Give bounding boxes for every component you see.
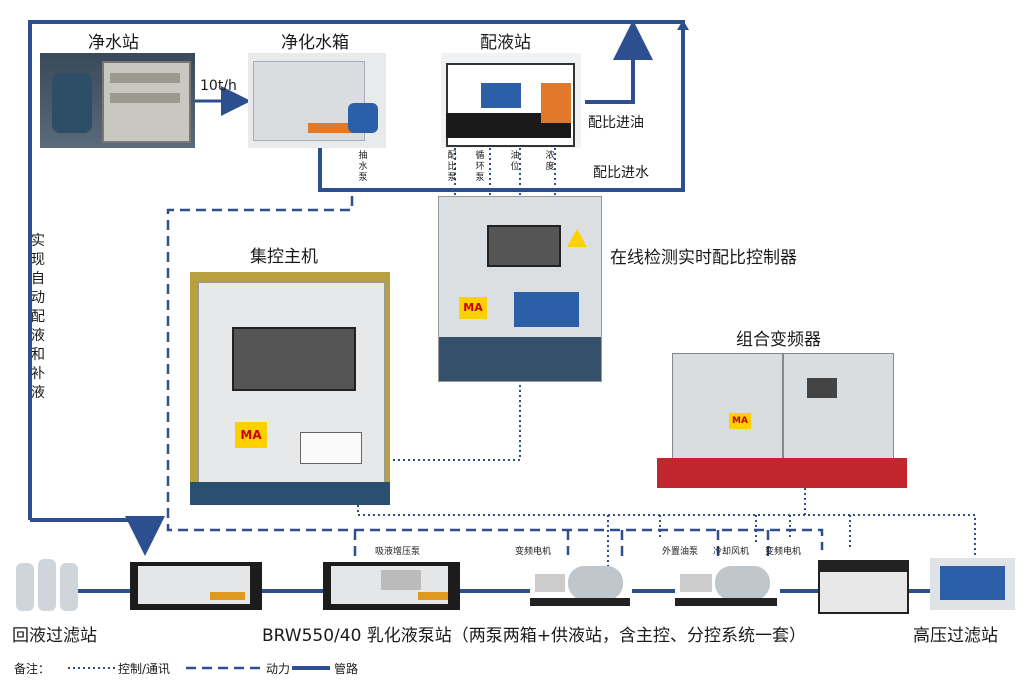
legend-pipe-label: 管路 <box>334 662 359 676</box>
auto-mixing-note: 实现自 动配液 和补液 <box>31 233 45 401</box>
purify-tank-image <box>248 53 386 148</box>
return-filter-image <box>8 555 93 617</box>
control-line-3 <box>357 505 976 555</box>
pump-water-label: 抽水泵 <box>358 151 368 183</box>
pump-2-image <box>675 560 780 610</box>
control-line-4 <box>607 515 851 585</box>
oil-level-label: 油位 <box>510 151 520 172</box>
purify-tank-label: 净化水箱 <box>281 33 349 53</box>
vfd-motor-2-label: 变频电机 <box>765 547 802 557</box>
ma-badge: MA <box>235 422 267 448</box>
mixing-station-label: 配液站 <box>480 33 531 53</box>
tank-1-image <box>130 562 262 610</box>
inverter-image: MA <box>657 348 907 488</box>
pipe-left-down <box>30 516 165 556</box>
vfd-motor-1-label: 变频电机 <box>515 547 552 557</box>
pipe-top-arrow <box>677 20 689 30</box>
clean-water-station-label: 净水站 <box>88 33 139 53</box>
controller-label: 集控主机 <box>250 247 318 267</box>
cooling-fan-label: 冷却风机 <box>713 547 750 557</box>
suction-pump-label: 吸液增压泵 <box>375 547 421 557</box>
online-detector-image: MA <box>438 196 602 382</box>
hp-filter-image <box>930 558 1015 610</box>
pipe-top-loop <box>28 20 685 520</box>
online-detector-label: 在线检测实时配比控制器 <box>610 248 797 268</box>
ma-badge: MA <box>459 297 487 319</box>
clean-water-station-image <box>40 53 195 148</box>
return-filter-label: 回液过滤站 <box>12 626 97 646</box>
control-line-2 <box>390 380 521 461</box>
pump-station-label: BRW550/40 乳化液泵站（两泵两箱+供液站，含主控、分控系统一套） <box>262 626 807 646</box>
ratio-pump-label: 配比泵 <box>447 151 457 183</box>
power-line-main <box>166 196 824 550</box>
inverter-label: 组合变频器 <box>736 330 821 350</box>
oil-in-label: 配比进油 <box>588 115 644 131</box>
legend-power-label: 动力 <box>266 662 291 676</box>
flow-rate-label: 10t/h <box>200 78 237 94</box>
pump-1-image <box>530 560 632 610</box>
ma-badge: MA <box>729 413 751 429</box>
concentration-label: 浓度 <box>545 151 555 172</box>
water-in-label: 配比进水 <box>593 165 649 181</box>
ext-oil-pump-label: 外置油泵 <box>662 547 699 557</box>
control-line-1 <box>454 148 556 195</box>
legend-control-label: 控制/通讯 <box>118 662 171 676</box>
hp-filter-label: 高压过滤站 <box>913 626 998 646</box>
supply-station-image <box>818 560 909 614</box>
controller-image: MA <box>190 272 390 505</box>
circ-pump-label: 循环泵 <box>475 151 485 183</box>
pipe-oil-in <box>585 20 653 104</box>
legend-prefix: 备注： <box>14 662 51 676</box>
mixing-station-image <box>441 53 581 148</box>
tank-2-image <box>323 562 460 610</box>
